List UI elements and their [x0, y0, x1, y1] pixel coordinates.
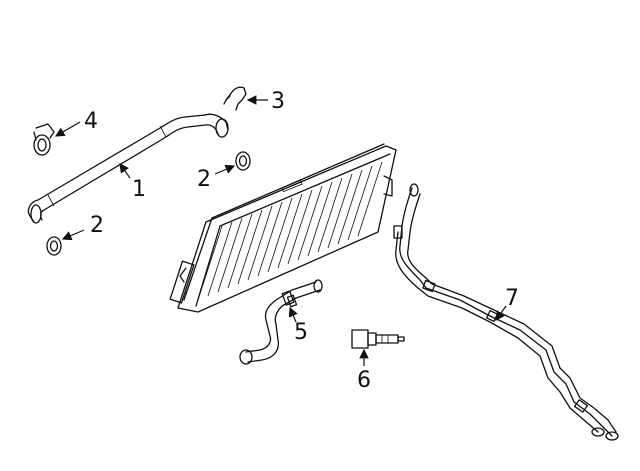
- callout-arrow-2a: [214, 164, 236, 175]
- o-ring-lower-part: [46, 236, 62, 256]
- callout-arrow-4: [54, 121, 81, 137]
- callout-label-3: 3: [271, 89, 285, 114]
- lower-hose-part: [239, 279, 323, 365]
- callout-label-7: 7: [505, 286, 519, 311]
- callout-labels: 1 2 2 3 4 5 6 7: [84, 89, 519, 393]
- callout-arrow-2b: [61, 229, 85, 241]
- callout-arrow-1: [119, 163, 131, 179]
- callout-label-6: 6: [357, 368, 371, 393]
- cooler-radiator-part: [169, 143, 397, 313]
- callout-arrow-5: [288, 306, 298, 323]
- temperature-sensor-part: [351, 329, 405, 349]
- upper-hose-part: [27, 113, 229, 224]
- hose-clamp-part: [33, 123, 55, 156]
- callout-label-2b: 2: [90, 213, 104, 238]
- callout-label-1: 1: [132, 177, 146, 202]
- callout-arrows: [54, 95, 507, 366]
- callout-label-4: 4: [84, 109, 98, 134]
- o-ring-upper-part: [235, 151, 251, 171]
- callout-label-2a: 2: [197, 167, 211, 192]
- retaining-clip-part: [223, 86, 247, 111]
- callout-arrow-7: [495, 305, 507, 321]
- callout-label-5: 5: [294, 320, 308, 345]
- cooler-lines-part: [393, 183, 619, 441]
